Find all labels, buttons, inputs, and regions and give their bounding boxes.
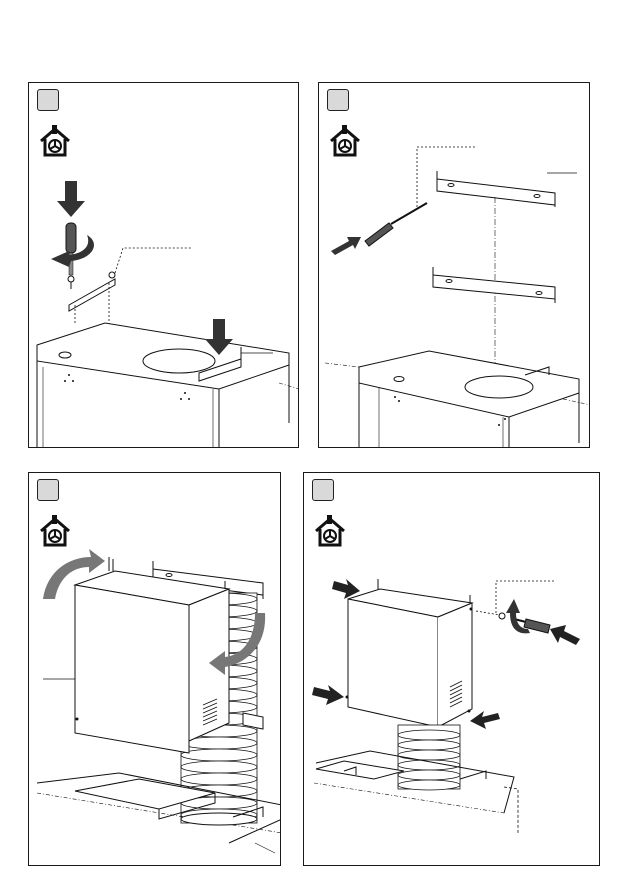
screwdriver-icon	[66, 223, 76, 253]
step-4-illustration	[304, 473, 600, 866]
step-2-illustration	[319, 83, 590, 448]
push-arrow-icon	[312, 685, 344, 705]
step-panel-1	[28, 82, 299, 448]
screwdriver-icon	[365, 203, 427, 246]
chimney-cover	[75, 557, 229, 753]
push-arrow-icon	[470, 711, 500, 729]
bracket-bottom	[433, 275, 555, 299]
step-panel-3	[28, 472, 281, 866]
down-arrow-icon	[57, 181, 85, 217]
push-arrow-icon	[331, 237, 361, 255]
step-panel-2	[318, 82, 590, 448]
step-panel-4	[303, 472, 600, 866]
step-3-illustration	[29, 473, 281, 866]
chimney-cover	[346, 579, 473, 727]
push-arrow-icon	[550, 625, 580, 645]
push-arrow-icon	[332, 579, 360, 599]
step-1-illustration	[29, 83, 299, 448]
bracket-top	[437, 179, 555, 205]
rotate-arrow-icon	[506, 599, 530, 633]
